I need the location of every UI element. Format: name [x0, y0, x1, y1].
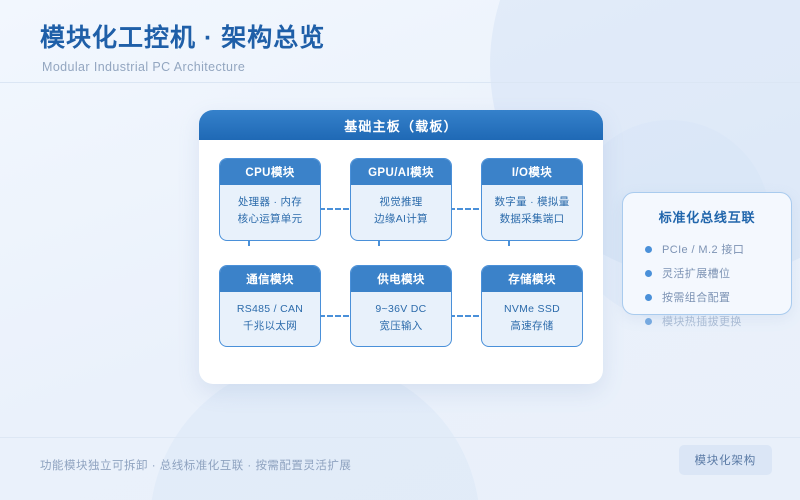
module-card-title: CPU模块 [220, 159, 320, 185]
module-card-body: 数字量 · 模拟量 数据采集端口 [482, 185, 582, 240]
module-card-body: 9~36V DC 宽压输入 [351, 292, 451, 347]
module-card-body: 视觉推理 边缘AI计算 [351, 185, 451, 240]
module-detail-line: 视觉推理 [379, 196, 423, 208]
module-card-body: NVMe SSD 高速存储 [482, 292, 582, 347]
connector-power-storage [449, 314, 479, 317]
footer-note: 功能模块独立可拆卸 · 总线标准化互联 · 按需配置灵活扩展 [40, 460, 352, 472]
list-item[interactable]: 灵活扩展槽位 [645, 263, 800, 283]
list-item-label: 模块热插拔更换 [662, 316, 742, 328]
module-card-io[interactable]: I/O模块 数字量 · 模拟量 数据采集端口 [481, 158, 583, 241]
bullet-dot-icon [645, 293, 652, 301]
module-detail-line: RS485 / CAN [236, 302, 304, 315]
list-item-label: 灵活扩展槽位 [662, 268, 731, 280]
list-item[interactable]: PCIe / M.2 接口 [645, 239, 800, 259]
list-item-label: 按需组合配置 [662, 292, 731, 304]
module-detail-line: 核心运算单元 [237, 213, 303, 226]
module-card-communication[interactable]: 通信模块 RS485 / CAN 千兆以太网 [219, 264, 321, 348]
list-item-label: PCIe / M.2 接口 [662, 244, 745, 256]
module-detail-line: 数字量 · 模拟量 [494, 196, 570, 208]
module-detail-line: 高速存储 [510, 319, 554, 332]
connector-gpu-io [449, 208, 479, 210]
module-card-title: 供电模块 [351, 265, 451, 292]
carrier-board-body: CPU模块 处理器 · 内存 核心运算单元 GPU/AI模块 视觉推理 边缘AI… [199, 140, 603, 348]
page-title: 模块化工控机 · 架构总览 [40, 24, 326, 52]
carrier-board-title: 基础主板（载板） [344, 118, 458, 134]
module-detail-line: 处理器 · 内存 [237, 196, 303, 208]
bullet-dot-icon [645, 317, 652, 325]
module-card-body: 处理器 · 内存 核心运算单元 [220, 185, 320, 240]
module-card-title: I/O模块 [482, 159, 582, 185]
module-detail-line: NVMe SSD [503, 302, 561, 315]
bus-interconnect-title: 标准化总线互联 [658, 210, 756, 225]
footer-badge[interactable]: 模块化架构 [678, 445, 772, 475]
module-detail-line: 数据采集端口 [499, 213, 565, 226]
page-subtitle: Modular Industrial PC Architecture [42, 59, 246, 74]
page-header: 模块化工控机 · 架构总览 Modular Industrial PC Arch… [40, 22, 760, 74]
module-detail-line: 宽压输入 [379, 319, 423, 332]
bus-feature-list: PCIe / M.2 接口 灵活扩展槽位 按需组合配置 模块热插拔更换 [623, 235, 800, 331]
footer-divider [0, 437, 800, 438]
module-row-bottom: 通信模块 RS485 / CAN 千兆以太网 供电模块 9~36V DC 宽压输… [219, 264, 583, 348]
connector-cpu-gpu [319, 208, 349, 210]
list-item[interactable]: 模块热插拔更换 [645, 311, 800, 331]
module-detail-line: 边缘AI计算 [374, 213, 428, 226]
bus-interconnect-card: 标准化总线互联 PCIe / M.2 接口 灵活扩展槽位 按需组合配置 模块热插… [622, 192, 792, 328]
module-card-power[interactable]: 供电模块 9~36V DC 宽压输入 [350, 264, 452, 348]
connector-comm-power [319, 314, 349, 317]
module-card-storage[interactable]: 存储模块 NVMe SSD 高速存储 [481, 264, 583, 348]
module-detail-line: 9~36V DC [375, 302, 427, 315]
list-item[interactable]: 按需组合配置 [645, 287, 800, 307]
module-card-cpu[interactable]: CPU模块 处理器 · 内存 核心运算单元 [219, 158, 321, 241]
module-card-title: GPU/AI模块 [351, 159, 451, 185]
bullet-dot-icon [645, 269, 652, 277]
module-row-top: CPU模块 处理器 · 内存 核心运算单元 GPU/AI模块 视觉推理 边缘AI… [219, 158, 583, 241]
module-card-title: 通信模块 [220, 265, 320, 292]
module-card-gpu-ai[interactable]: GPU/AI模块 视觉推理 边缘AI计算 [350, 158, 452, 241]
carrier-board-header: 基础主板（载板） [199, 110, 603, 140]
module-card-title: 存储模块 [482, 265, 582, 292]
bullet-dot-icon [645, 245, 652, 253]
carrier-board-panel: 基础主板（载板） CPU模块 处理器 · 内存 核心运算单元 G [199, 110, 603, 384]
module-card-body: RS485 / CAN 千兆以太网 [220, 292, 320, 347]
module-detail-line: 千兆以太网 [243, 319, 297, 332]
header-divider [0, 82, 800, 83]
